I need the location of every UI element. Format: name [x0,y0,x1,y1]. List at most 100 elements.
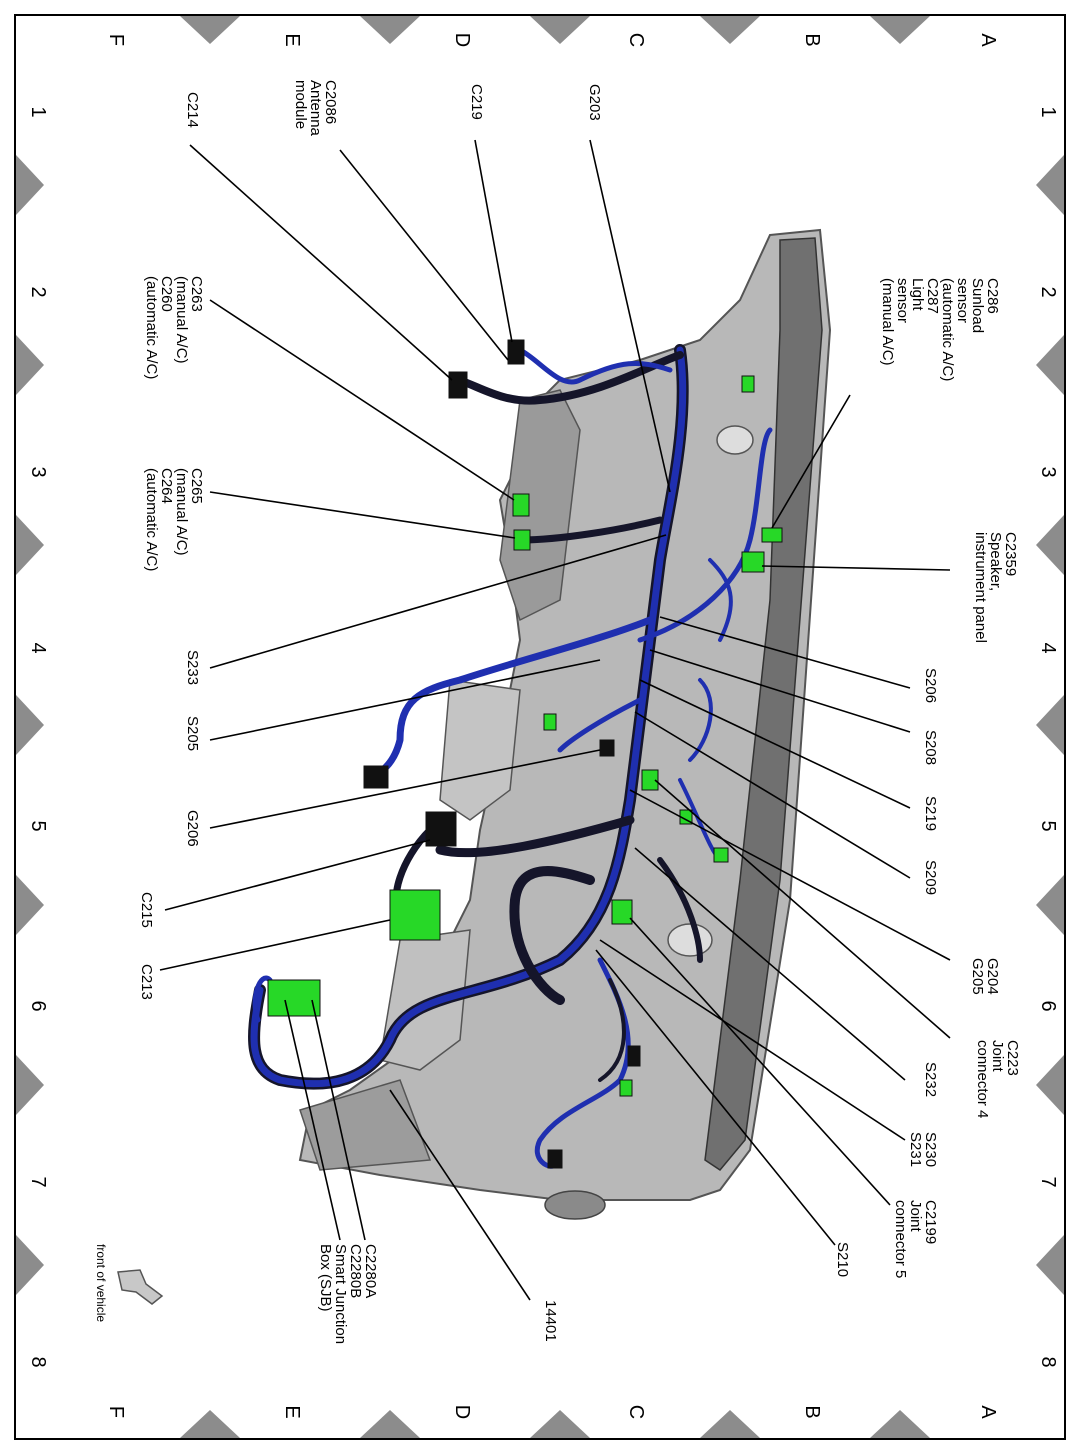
label-line: (manual A/C) [173,468,190,556]
grid-label: A [977,1405,999,1419]
label-line: C2280A [362,1244,379,1299]
grid-label: 4 [1037,642,1059,654]
label-s208: S208 [922,730,939,766]
label-c215: C215 [138,892,155,928]
label-line: (automatic A/C) [939,278,956,382]
label-line: C287 [924,278,941,314]
label-line: S209 [922,860,939,896]
label-c219: C219 [468,84,485,120]
grid-marker [1036,695,1064,755]
grid-label: 1 [27,106,49,118]
grid-marker [16,1055,44,1115]
label-line: G203 [586,84,603,121]
label-line: S219 [922,796,939,832]
grid-label: 3 [27,466,49,478]
connector-c215 [425,811,457,847]
grid-label: 2 [1037,286,1059,298]
grid-label: A [977,33,999,47]
grid-marker [1036,1055,1064,1115]
label-g206: G206 [184,810,201,847]
connector-c213 [389,889,441,941]
label-line: S206 [922,668,939,704]
connector-c263 [512,493,530,517]
grid-label: F [105,1405,127,1419]
label-line: C223 [1004,1040,1021,1076]
grid-label: 7 [27,1176,49,1188]
label-line: S231 [907,1132,924,1168]
label-line: S232 [922,1062,939,1098]
connector-left [363,765,389,789]
grid-marker [16,155,44,215]
connector-c223 [641,769,659,791]
label-line: S233 [184,650,201,686]
label-line: sensor [894,278,911,324]
grid-label: 1 [1037,106,1059,118]
grid-marker [1036,875,1064,935]
grid-marker [1036,155,1064,215]
label-line: C2086 [322,80,339,125]
label-line: C2359 [1002,532,1019,577]
label-line: G205 [969,958,986,995]
connectors [267,339,783,1169]
label-line: C265 [188,468,205,504]
grid-label: 7 [1037,1176,1059,1188]
label-line: (manual A/C) [173,276,190,364]
label-line: C213 [138,964,155,1000]
grid-label: 8 [27,1356,49,1368]
grid-marker [16,695,44,755]
grid-marker [1036,335,1064,395]
label-line: S208 [922,730,939,766]
grid-label: 3 [1037,466,1059,478]
label-line: C2280B [347,1244,364,1299]
label-line: Sunload [969,278,986,334]
grid-label: 6 [27,1000,49,1012]
label-s219: S219 [922,796,939,832]
grid-label: 8 [1037,1356,1059,1368]
label-line: S205 [184,716,201,752]
front-of-vehicle-arrow-icon [117,1269,164,1305]
grid-label: B [801,33,823,47]
front-of-vehicle-label: front of vehicle [94,1244,108,1323]
grid-label: E [281,1405,303,1419]
grid-label: 2 [27,286,49,298]
label-line: Antenna [307,80,324,136]
label-line: C264 [158,468,175,504]
connector-c265 [513,529,531,551]
label-s209: S209 [922,860,939,896]
label-s232: S232 [922,1062,939,1098]
grid-label: 5 [1037,820,1059,832]
label-line: C286 [984,278,1001,314]
label-line: 14401 [542,1300,559,1342]
label-line: Smart Junction [332,1244,349,1345]
grid-markers [16,16,1064,1438]
connector-c219 [507,339,525,365]
label-line: instrument panel [972,532,989,643]
grid-marker [16,875,44,935]
label-c265: C265(manual A/C)C264(automatic A/C) [143,468,205,571]
label-line: C2199 [922,1200,939,1245]
grid-label: C [625,1404,647,1420]
label-s233: S233 [184,650,201,686]
label-line: G206 [184,810,201,847]
label-line: connector 5 [892,1200,909,1279]
grid-label: C [625,32,647,48]
diagram-frame [14,14,1066,1440]
label-s210: S210 [834,1242,851,1278]
label-line: Joint [907,1200,924,1232]
label-s205: S205 [184,716,201,752]
label-line: (automatic A/C) [143,276,160,380]
label-line: module [292,80,309,130]
label-s206: S206 [922,668,939,704]
leader-lines [159,139,951,1301]
grid-label: F [105,33,127,47]
label-line: S210 [834,1242,851,1278]
label-line: C263 [188,276,205,312]
label-line: G204 [984,958,1001,995]
grid-label: E [281,33,303,47]
label-c263: C263(manual A/C)C260(automatic A/C) [143,276,205,380]
